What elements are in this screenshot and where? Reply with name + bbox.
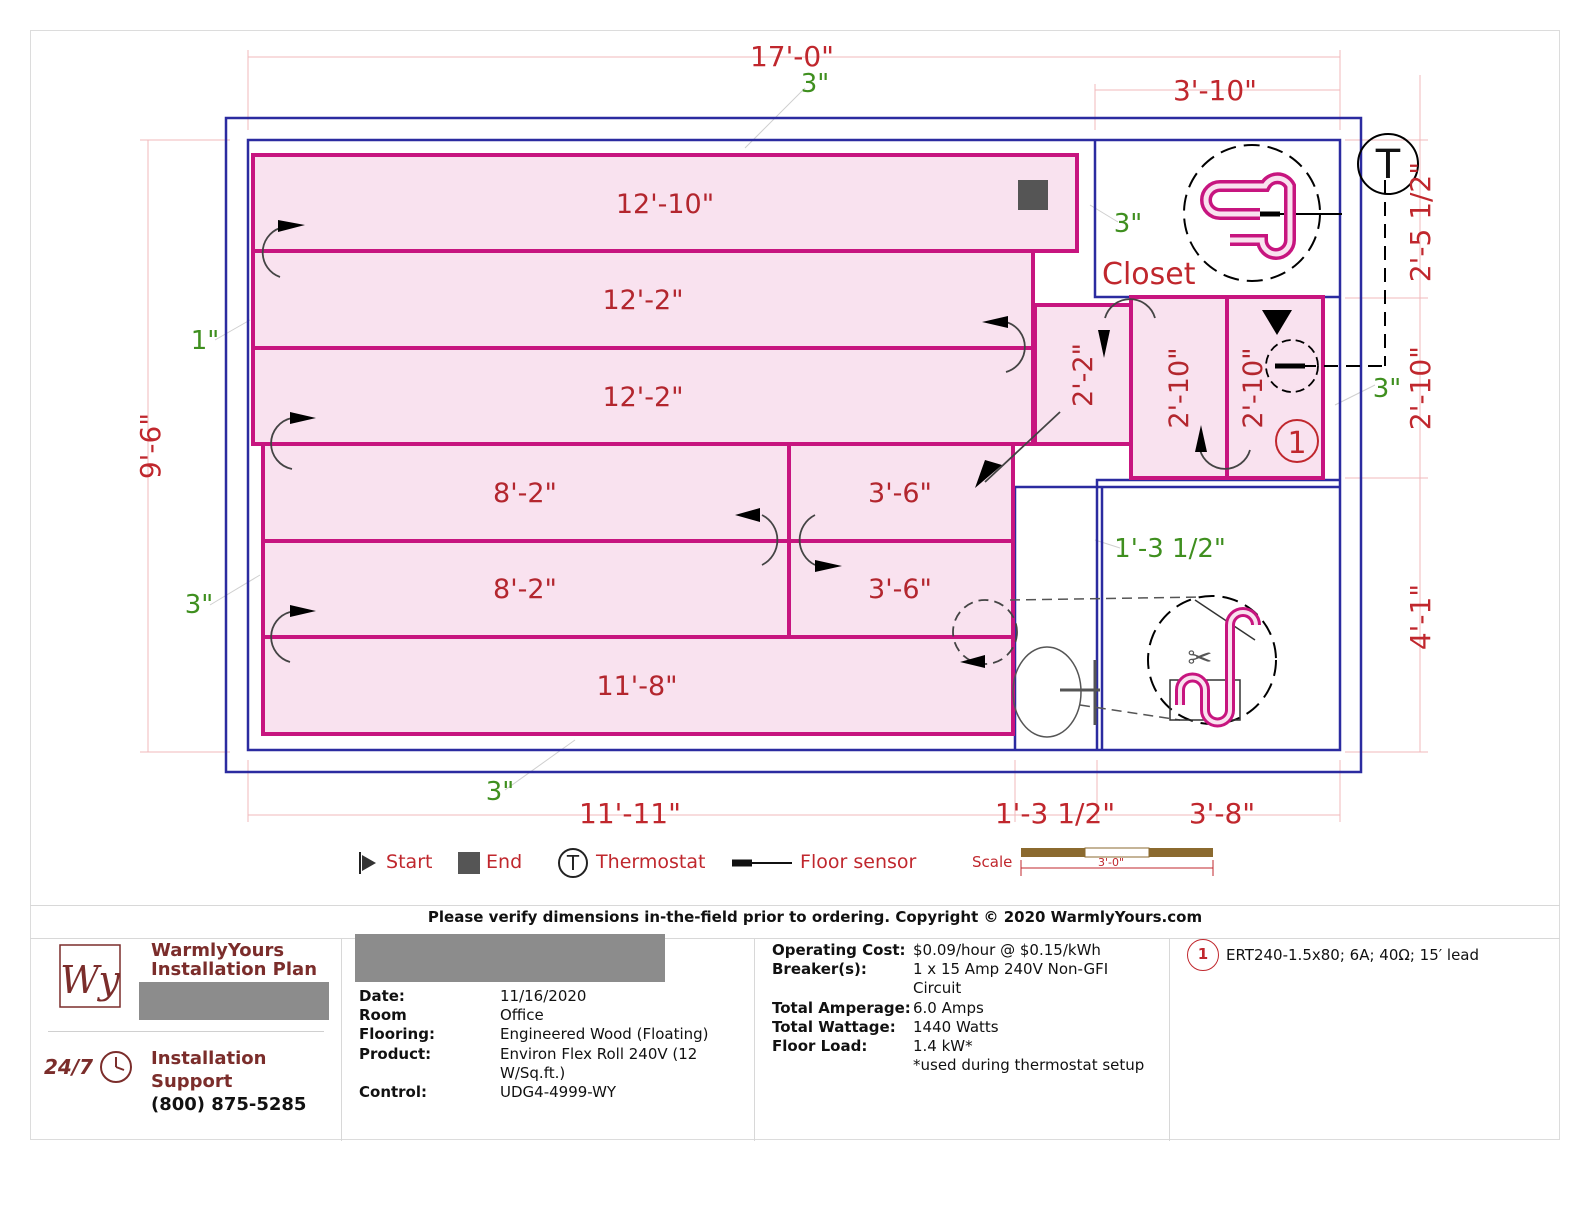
bottom-margin-dim: 3" [486, 777, 515, 807]
scissors-icon: ✂ [1187, 641, 1212, 676]
total-wattage: 1440 Watts [913, 1018, 999, 1036]
run-label: 8'-2" [493, 478, 557, 509]
run-12-2-b [251, 346, 1035, 446]
project-column: Date: 11/16/2020 Room Office Flooring: E… [342, 934, 755, 1141]
total-amperage: 6.0 Amps [913, 999, 984, 1017]
run-12-2-a [251, 249, 1035, 350]
closet-label: Closet [1102, 257, 1196, 292]
brand-name: WarmlyYours [151, 940, 285, 961]
project-date: 11/16/2020 [500, 987, 587, 1005]
bottom-right-width-dim: 3'-8" [1189, 797, 1255, 830]
floor-load: 1.4 kW* [913, 1037, 973, 1055]
bottom-left-width-dim: 11'-11" [579, 797, 681, 830]
left-height-dim: 9'-6" [134, 413, 167, 479]
circuit-number: 1 [1287, 426, 1306, 461]
scale-bar [1020, 847, 1214, 876]
brand-column: Wy WarmlyYours Installation Plan 24/7 In… [30, 939, 342, 1141]
floor-plan-diagram: T 1 ✂ 17'-0" 3" 3'-10" 3" Closet 9'-6" 1… [134, 40, 1437, 830]
project-product: Environ Flex Roll 240V (12 [500, 1045, 698, 1063]
end-icon [458, 851, 480, 874]
divider [48, 1031, 324, 1032]
run-11-8 [261, 635, 1015, 736]
right-top-height-dim: 2'-5 1/2" [1404, 162, 1437, 282]
right-bottom-height-dim: 4'-1" [1404, 584, 1437, 650]
support-label: Installation [151, 1048, 267, 1069]
svg-text:Wy: Wy [60, 958, 120, 1002]
top-margin-dim: 3" [801, 69, 830, 99]
run-label: 3'-6" [868, 478, 932, 509]
circuit-column: 1 ERT240-1.5x80; 6A; 40Ω; 15′ lead [1170, 939, 1560, 1141]
run-label: 11'-8" [596, 671, 677, 702]
legend-thermostat: T Thermostat [556, 842, 705, 882]
run-8-2-a [261, 442, 791, 543]
run-label: 8'-2" [493, 574, 557, 605]
end-marker [1018, 180, 1048, 210]
run-3-6-a [787, 442, 1015, 543]
right-mid-margin-dim: 3" [1373, 374, 1402, 404]
left-margin-top-dim: 1" [191, 326, 220, 356]
svg-text:T: T [566, 851, 580, 875]
divider [30, 905, 1560, 906]
logo-mark: Wy [59, 944, 121, 1008]
circuit-description: ERT240-1.5x80; 6A; 40Ω; 15′ lead [1226, 946, 1480, 964]
run-label-vertical: 2'-2" [1068, 343, 1099, 407]
run-label: 3'-6" [868, 574, 932, 605]
run-2-10-a [1129, 295, 1229, 480]
run-label: 12'-10" [616, 189, 714, 220]
redacted-block [139, 982, 329, 1020]
operating-cost: $0.09/hour @ $0.15/kWh [913, 941, 1101, 959]
closet-width-dim: 3'-10" [1173, 74, 1257, 107]
plan-frame [30, 30, 1560, 1140]
footer: Wy WarmlyYours Installation Plan 24/7 In… [30, 934, 1560, 1141]
thermostat-symbol: T [1375, 142, 1401, 188]
left-margin-bottom-dim: 3" [185, 590, 214, 620]
thermostat-icon: T [558, 847, 588, 878]
circuit-badge: 1 [1187, 939, 1219, 971]
run-label: 12'-2" [602, 382, 683, 413]
brand-subtitle: Installation Plan [151, 959, 318, 980]
breaker-cont: Circuit [913, 979, 962, 997]
run-label-vertical: 2'-10" [1164, 347, 1195, 428]
run-label: 12'-2" [602, 285, 683, 316]
overall-width-dim: 17'-0" [750, 40, 834, 73]
floor-load-note: *used during thermostat setup [913, 1056, 1145, 1074]
right-mid-height-dim: 2'-10" [1404, 346, 1437, 430]
electrical-column: Operating Cost: $0.09/hour @ $0.15/kWh B… [755, 939, 1170, 1141]
project-control: UDG4-4999-WY [500, 1083, 617, 1101]
scale-value: 3'-0" [1098, 856, 1125, 869]
support-label: Support [151, 1071, 233, 1092]
start-icon [359, 851, 376, 874]
support-badge: 24/7 [44, 1049, 134, 1085]
run-12-10 [251, 153, 1079, 253]
redacted-block [355, 934, 665, 982]
support-phone[interactable]: (800) 875-5285 [151, 1094, 307, 1115]
bottom-mid-width-dim: 1'-3 1/2" [995, 797, 1115, 830]
project-product-cont: W/Sq.ft.) [500, 1064, 566, 1082]
floor-sensor-icon [732, 859, 792, 866]
project-room: Office [500, 1006, 544, 1024]
run-label-vertical: 2'-10" [1238, 347, 1269, 428]
legend-end: End [458, 842, 522, 882]
copyright-notice: Please verify dimensions in-the-field pr… [427, 908, 1203, 926]
breaker: 1 x 15 Amp 240V Non-GFI [913, 960, 1109, 978]
clock-icon [100, 1051, 133, 1083]
project-flooring: Engineered Wood (Floating) [500, 1025, 709, 1043]
bath-offset-dim: 1'-3 1/2" [1114, 534, 1226, 564]
closet-margin-dim: 3" [1114, 209, 1143, 239]
legend-floor-sensor: Floor sensor [730, 842, 916, 882]
warmlyyours-logo: Wy [58, 943, 130, 1013]
legend-start: Start [358, 842, 432, 882]
legend-scale: Scale 3'-0" [972, 842, 1217, 882]
run-3-6-b [787, 539, 1015, 639]
